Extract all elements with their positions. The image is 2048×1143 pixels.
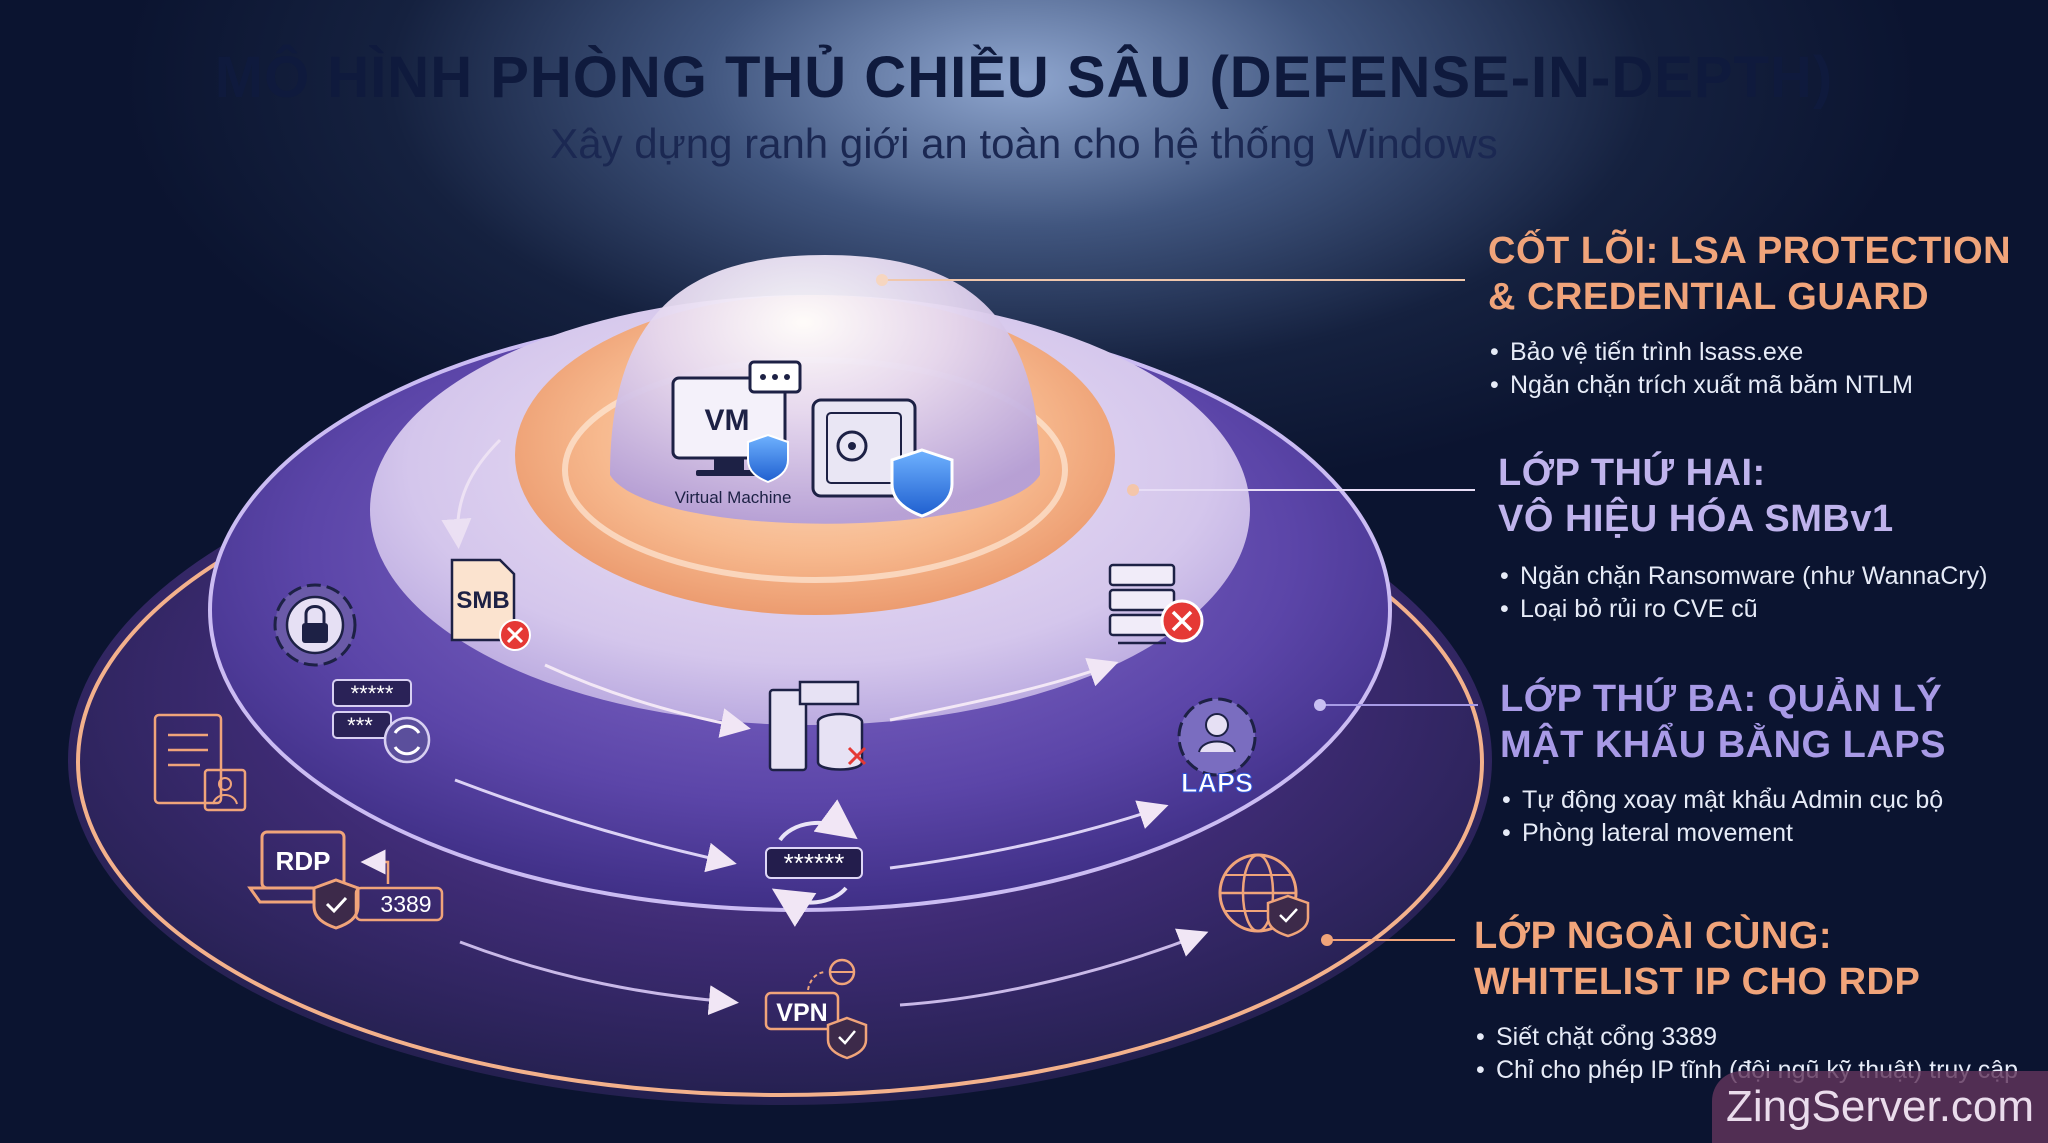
smb-label: SMB — [456, 587, 509, 614]
flow-arrow-outer-right — [899, 928, 1209, 1007]
flow-arrow-second-bottom-right — [889, 657, 1119, 722]
globe-shield-icon — [1218, 853, 1310, 938]
outer-layer-bullet: Siết chặt cổng 3389 — [1474, 1021, 2018, 1054]
leader-dot-third — [1314, 699, 1326, 711]
vpn-label: VPN — [776, 999, 827, 1027]
port-label: 3389 — [380, 891, 431, 917]
core-layer-bullets: Bảo vệ tiến trình lsass.exe Ngăn chặn tr… — [1488, 336, 2011, 402]
brand-watermark: ZingServer.com — [1712, 1071, 2048, 1143]
flow-arrow-second-left — [441, 438, 502, 549]
leader-dot-outer — [1321, 934, 1333, 946]
page-subtitle: Xây dựng ranh giới an toàn cho hệ thống … — [550, 120, 1498, 167]
label-core-layer: CỐT LÕI: LSA PROTECTION& CREDENTIAL GUAR… — [1488, 228, 2011, 402]
rdp-shield-icon — [312, 878, 360, 930]
chat-bubble-icon — [748, 360, 802, 394]
leader-dot-core — [876, 274, 888, 286]
third-layer-bullet: Phòng lateral movement — [1500, 817, 1946, 850]
rdp-laptop-icon: RDP — [247, 830, 360, 930]
port-badge: 3389 — [354, 849, 444, 922]
second-layer-bullets: Ngăn chặn Ransomware (như WannaCry) Loại… — [1498, 560, 1987, 626]
password-rotation-icon: ****** — [765, 799, 863, 927]
flow-arrow-second-bottom-left — [544, 663, 751, 738]
second-layer-title: LỚP THỨ HAI:VÔ HIỆU HÓA SMBv1 — [1498, 452, 1894, 540]
core-layer-bullet: Bảo vệ tiến trình lsass.exe — [1488, 336, 2011, 369]
flow-arrow-third-right — [889, 800, 1169, 870]
document-user-icon — [153, 713, 247, 812]
third-layer-bullets: Tự động xoay mật khẩu Admin cục bộ Phòng… — [1500, 784, 1946, 850]
smb-document-icon: SMB — [450, 558, 516, 642]
password-short-label: *** — [347, 713, 373, 738]
vpn-icon: VPN — [764, 958, 868, 1060]
third-layer-bullet: Tự động xoay mật khẩu Admin cục bộ — [1500, 784, 1946, 817]
page-title: MÔ HÌNH PHÒNG THỦ CHIỀU SÂU (DEFENSE-IN-… — [214, 45, 1834, 110]
server-blocked-icon — [1160, 599, 1204, 643]
outer-layer-title: LỚP NGOÀI CÙNG:WHITELIST IP CHO RDP — [1474, 915, 1921, 1003]
safe-shield-icon — [890, 448, 954, 518]
label-outer-layer: LỚP NGOÀI CÙNG:WHITELIST IP CHO RDP Siết… — [1474, 913, 2018, 1087]
password-mid-label: ***** — [351, 681, 394, 706]
database-server-icon — [768, 680, 867, 772]
rdp-label: RDP — [276, 846, 331, 876]
vm-label: VM — [705, 404, 750, 437]
laps-gear-user-icon: LAPS — [1177, 697, 1257, 799]
flow-arrow-outer-left — [459, 940, 739, 1016]
core-layer-title: CỐT LÕI: LSA PROTECTION& CREDENTIAL GUAR… — [1488, 230, 2012, 318]
password-fields-icon: ***** *** — [332, 679, 431, 764]
flow-arrow-third-left — [454, 778, 737, 873]
leader-dot-second — [1127, 484, 1139, 496]
safe-vault-icon — [811, 398, 917, 498]
label-second-layer: LỚP THỨ HAI:VÔ HIỆU HÓA SMBv1 Ngăn chặn … — [1498, 450, 1987, 626]
second-layer-bullet: Ngăn chặn Ransomware (như WannaCry) — [1498, 560, 1987, 593]
vm-caption: Virtual Machine — [675, 488, 792, 507]
smb-blocked-icon — [499, 619, 531, 651]
gear-lock-icon — [273, 583, 357, 667]
password-long-label: ****** — [784, 848, 845, 878]
vm-shield-icon — [747, 433, 789, 484]
core-layer-bullet: Ngăn chặn trích xuất mã băm NTLM — [1488, 369, 2011, 402]
server-rack-icon — [1108, 563, 1176, 645]
second-layer-bullet: Loại bỏ rủi ro CVE cũ — [1498, 593, 1987, 626]
laps-label: LAPS — [1181, 768, 1253, 798]
